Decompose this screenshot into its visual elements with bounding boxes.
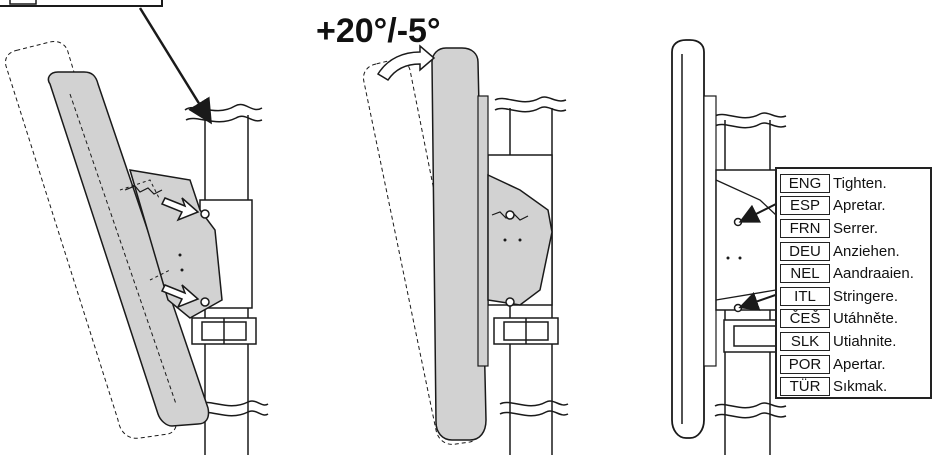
tighten-word: Tighten. xyxy=(833,174,887,192)
language-code: ITL xyxy=(780,286,830,306)
callout-box xyxy=(0,0,212,125)
language-code: TÜR xyxy=(780,377,830,397)
tighten-word: Serrer. xyxy=(833,219,879,237)
tighten-word: Apretar. xyxy=(833,197,886,215)
figure-tilt-range xyxy=(363,44,569,455)
display-panel xyxy=(671,39,705,439)
tighten-word: Apertar. xyxy=(833,355,886,373)
tighten-word: Aandraaien. xyxy=(833,265,914,283)
display-panel xyxy=(431,47,487,441)
tighten-word: Utiahnite. xyxy=(833,332,897,350)
tilted-display-panel xyxy=(47,71,210,427)
tighten-arrow-icon xyxy=(160,197,200,222)
original-position-outline xyxy=(5,41,178,439)
figure-tilted-mount xyxy=(5,41,269,455)
tighten-word: Sıkmak. xyxy=(833,378,888,396)
tighten-word: Utáhněte. xyxy=(833,310,899,328)
tighten-word: Anziehen. xyxy=(833,242,900,260)
language-code: NEL xyxy=(780,264,830,284)
language-code: SLK xyxy=(780,331,830,351)
language-code: POR xyxy=(780,354,830,374)
language-code: DEU xyxy=(780,241,830,261)
tilt-bracket xyxy=(128,169,223,319)
language-code: ČEŠ xyxy=(780,309,830,329)
pointer-arrow-icon xyxy=(138,7,212,125)
language-code: ESP xyxy=(780,196,830,216)
pole-clamp xyxy=(191,317,257,345)
language-code: FRN xyxy=(780,218,830,238)
tilt-range-label: +20°/-5° xyxy=(316,12,441,50)
tighten-arrow-icon xyxy=(160,284,200,309)
tilt-arrow-icon xyxy=(376,44,436,82)
language-code: ENG xyxy=(780,173,830,193)
figure-tighten-view xyxy=(671,39,791,455)
tighten-word: Stringere. xyxy=(833,287,899,305)
